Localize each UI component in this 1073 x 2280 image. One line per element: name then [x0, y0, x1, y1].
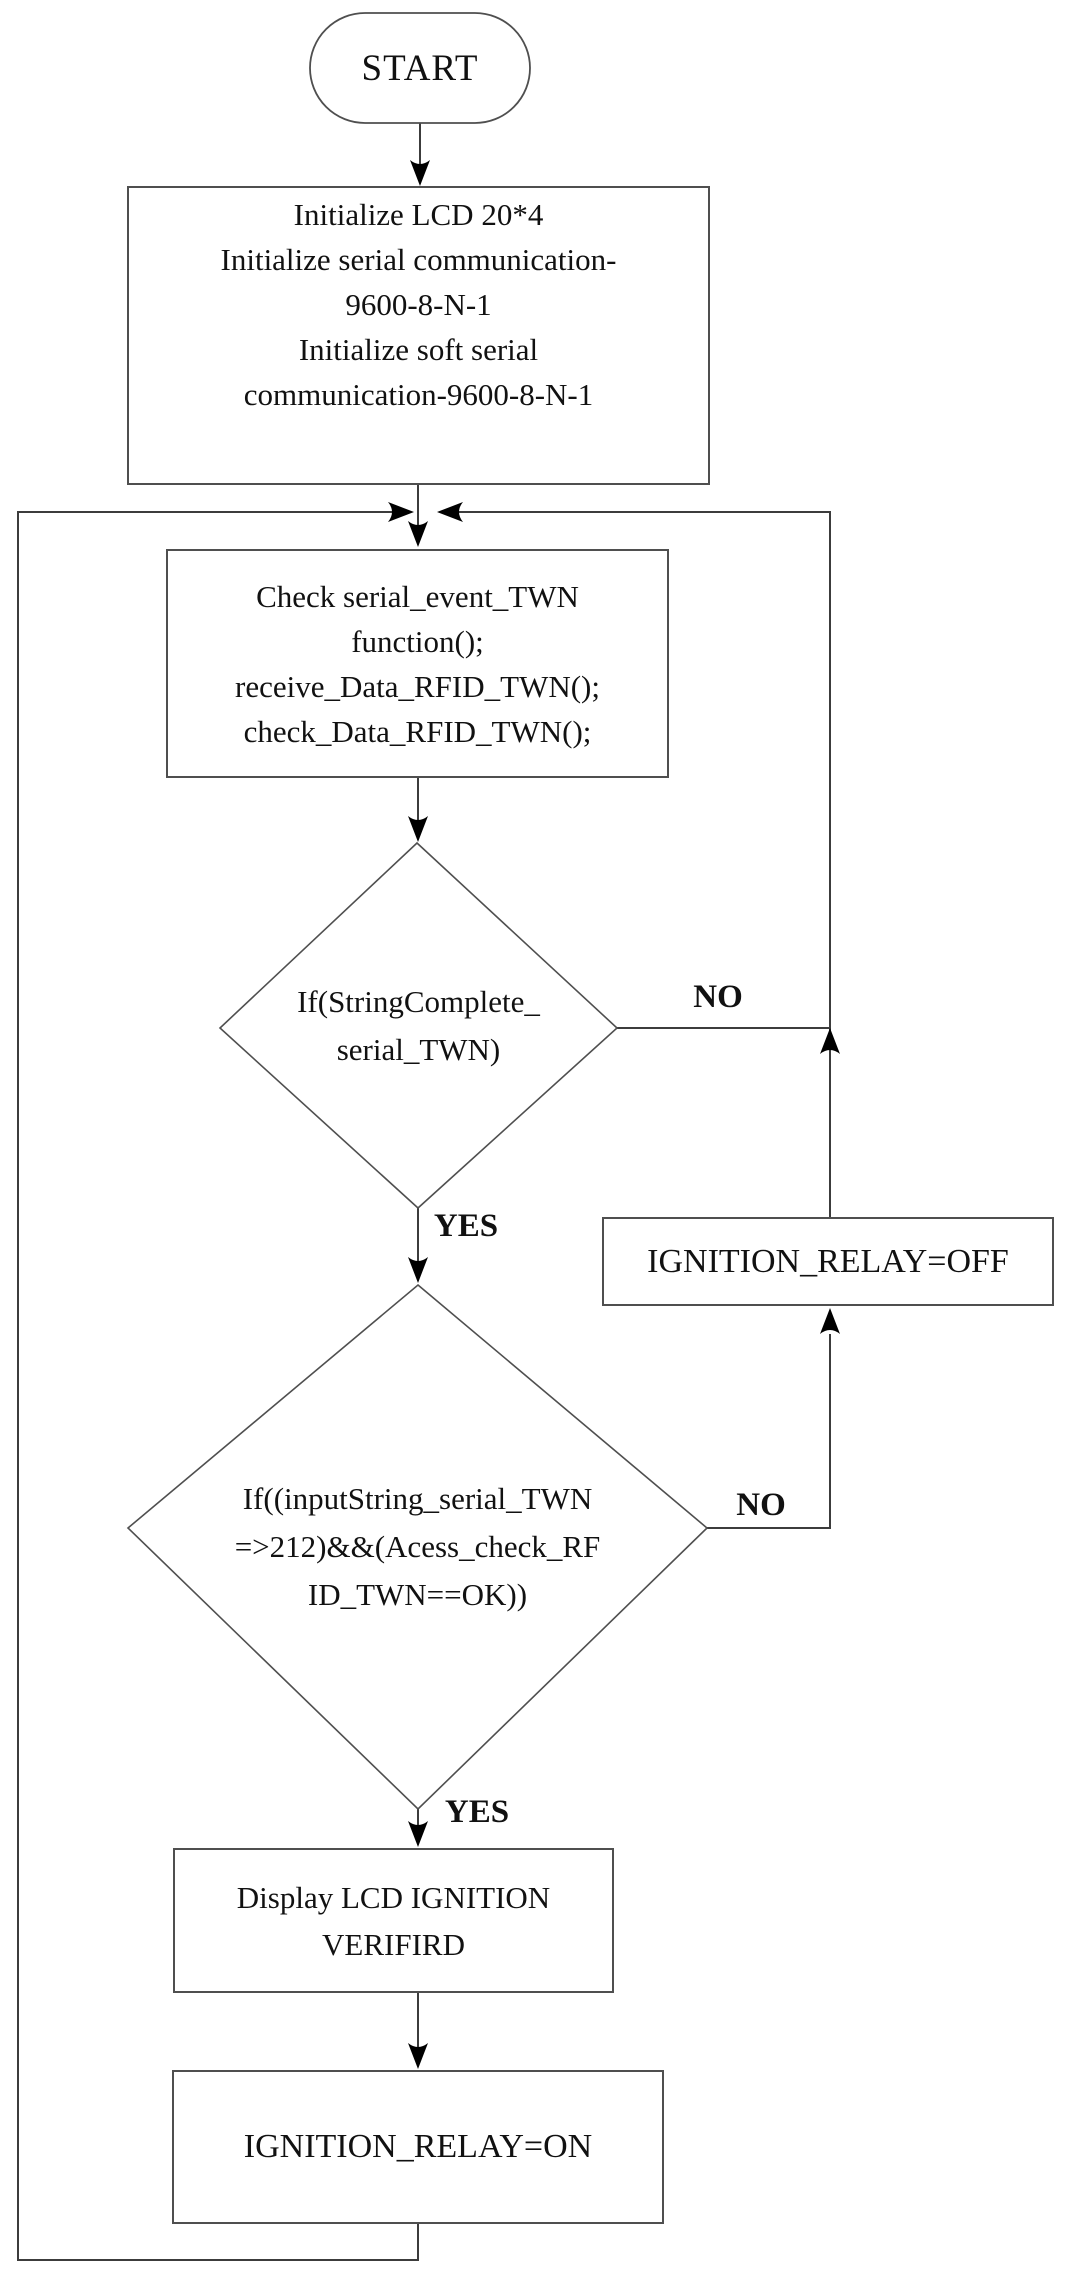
edge-decision2-no — [707, 1334, 831, 1529]
start-terminator-shape — [309, 12, 531, 124]
decision2-node-label: If((inputString_serial_TWN =>212)&&(Aces… — [234, 1481, 601, 1612]
display-verified-node-label: Display LCD IGNITION VERIFIRD — [236, 1879, 551, 1962]
decision1-node-label: If(StringComplete_ serial_TWN) — [297, 983, 540, 1067]
arrowhead-right-icon — [388, 502, 414, 522]
relay-off-node-label: IGNITION_RELAY=OFF — [647, 1242, 1009, 1280]
check-node-label: Check serial_event_TWN function(); recei… — [235, 578, 600, 749]
decision1-diamond-shape — [218, 841, 619, 1210]
decision2-no-label: NO — [736, 1487, 786, 1523]
node-shapes — [126, 12, 1054, 2224]
init-process-shape — [127, 186, 710, 485]
relay-on-process-shape — [172, 2070, 664, 2224]
arrowhead-down-icon — [408, 1257, 428, 1283]
arrowhead-down-icon — [408, 1821, 428, 1847]
arrowhead-up-icon — [820, 1028, 840, 1054]
arrowhead-up-icon — [820, 1308, 840, 1334]
decision1-yes-label: YES — [433, 1208, 499, 1244]
arrowhead-left-icon — [437, 502, 463, 522]
decision2-yes-label: YES — [444, 1794, 510, 1830]
start-node-label: START — [361, 47, 479, 89]
relay-off-process-shape — [602, 1217, 1054, 1306]
edge-loop-from-relay-off — [458, 511, 831, 1218]
display-verified-process-shape — [173, 1848, 614, 1993]
decision2-diamond-shape — [126, 1283, 709, 1811]
check-process-shape — [166, 549, 669, 778]
edge-loop-from-relay-on — [17, 511, 419, 2261]
relay-on-node-label: IGNITION_RELAY=ON — [243, 2128, 593, 2165]
connector-lines — [17, 123, 831, 2261]
arrowhead-down-icon — [408, 816, 428, 842]
arrowhead-down-icon — [408, 2043, 428, 2069]
arrowhead-down-icon — [408, 521, 428, 547]
arrowheads — [388, 160, 840, 2069]
init-node-label: Initialize LCD 20*4 Initialize serial co… — [220, 197, 617, 412]
arrowhead-down-icon — [410, 160, 430, 186]
decision1-no-label: NO — [693, 979, 743, 1015]
